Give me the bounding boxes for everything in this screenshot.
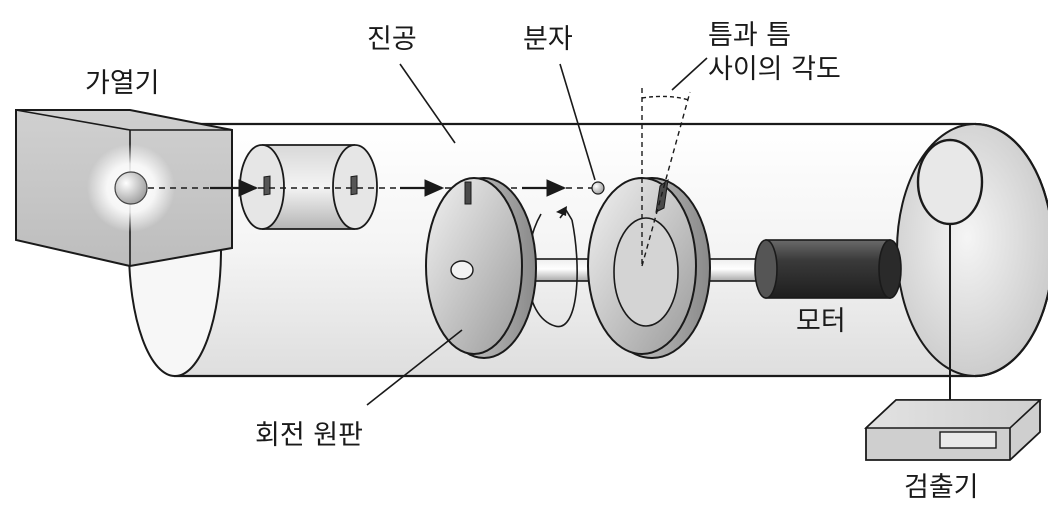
detector-label: 검출기 bbox=[904, 472, 979, 503]
collimator-cylinder bbox=[239, 144, 378, 230]
slit-angle-label-line1: 틈과 틈 bbox=[708, 20, 792, 51]
leader-lines bbox=[366, 57, 708, 406]
detector-box bbox=[863, 399, 1043, 461]
motor-label: 모터 bbox=[796, 306, 846, 337]
slit-angle-leader-line bbox=[671, 57, 708, 91]
disk-1-slit bbox=[464, 181, 472, 205]
detector-port bbox=[916, 138, 984, 400]
heater-oven bbox=[15, 109, 233, 268]
rotating-disk-1 bbox=[425, 177, 537, 359]
slit-angle-indicator bbox=[641, 88, 691, 267]
molecule-label: 분자 bbox=[523, 24, 573, 55]
vacuum-leader-line bbox=[399, 63, 456, 144]
rotating-disk-leader-line bbox=[366, 329, 463, 406]
detector-display bbox=[939, 431, 997, 449]
rotating-disk-label: 회전 원판 bbox=[255, 420, 363, 451]
molecule bbox=[591, 181, 605, 195]
vacuum-label: 진공 bbox=[367, 24, 417, 55]
rotating-disk-2 bbox=[587, 177, 711, 359]
motor bbox=[754, 239, 902, 299]
slit-angle-label-line2: 사이의 각도 bbox=[708, 54, 841, 85]
molecule-leader-line bbox=[559, 63, 596, 181]
heater-label: 가열기 bbox=[85, 68, 160, 99]
